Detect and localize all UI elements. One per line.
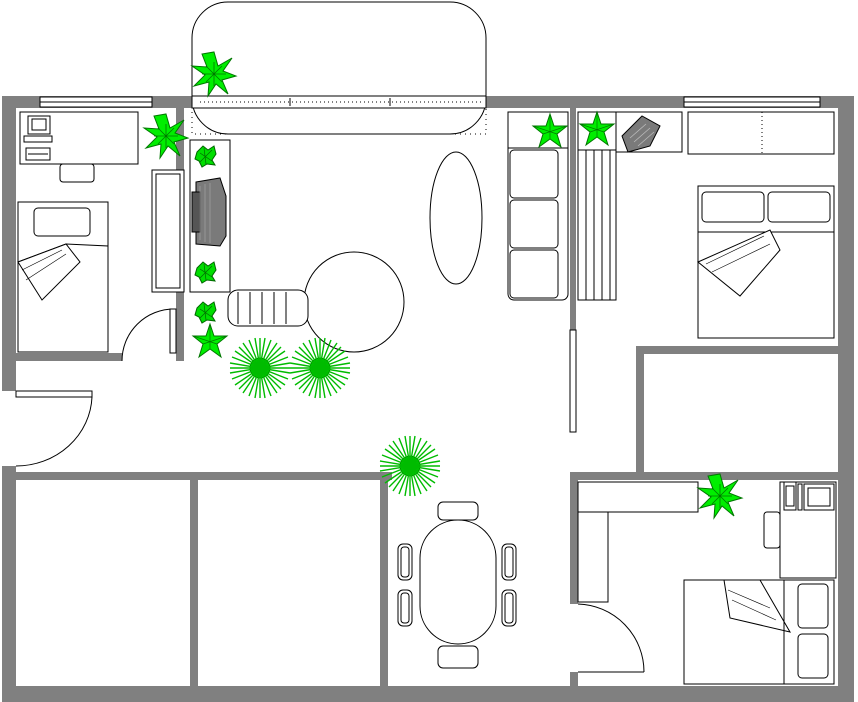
chair-icon xyxy=(501,543,517,581)
wardrobe xyxy=(577,149,617,301)
entry-door xyxy=(15,390,93,467)
chair-icon xyxy=(501,589,517,627)
balcony xyxy=(191,1,487,135)
chair-icon xyxy=(437,645,479,669)
computer-icon xyxy=(23,115,53,161)
counter xyxy=(577,481,699,603)
windows xyxy=(39,96,821,108)
door-icon xyxy=(121,308,177,362)
bed-icon xyxy=(17,201,109,353)
chair-icon xyxy=(763,511,781,549)
plant-icon xyxy=(697,473,743,519)
bed-icon xyxy=(683,579,835,685)
sofa xyxy=(507,111,569,301)
oval-rug xyxy=(429,151,483,285)
plant-icon xyxy=(379,435,441,497)
dining xyxy=(379,435,517,669)
right-bedroom xyxy=(577,111,835,339)
left-bedroom xyxy=(17,111,189,362)
plant-icon xyxy=(229,337,291,399)
bottom-right-bedroom xyxy=(577,473,837,685)
chair-icon xyxy=(397,589,413,627)
plant-icon xyxy=(192,323,228,358)
iron-icon xyxy=(621,115,661,153)
living-room xyxy=(189,111,577,433)
computer-icon xyxy=(783,481,835,511)
bed-icon xyxy=(697,185,835,339)
round-table xyxy=(303,251,405,353)
dining-table xyxy=(419,519,497,645)
plant-icon xyxy=(289,337,351,399)
door-icon xyxy=(577,603,645,673)
chair-icon xyxy=(59,163,95,183)
tv-icon xyxy=(191,177,227,247)
plant-icon xyxy=(194,301,217,324)
chair-icon xyxy=(437,501,479,521)
chair-icon xyxy=(397,543,413,581)
ottoman xyxy=(227,289,309,327)
walls xyxy=(2,96,854,702)
